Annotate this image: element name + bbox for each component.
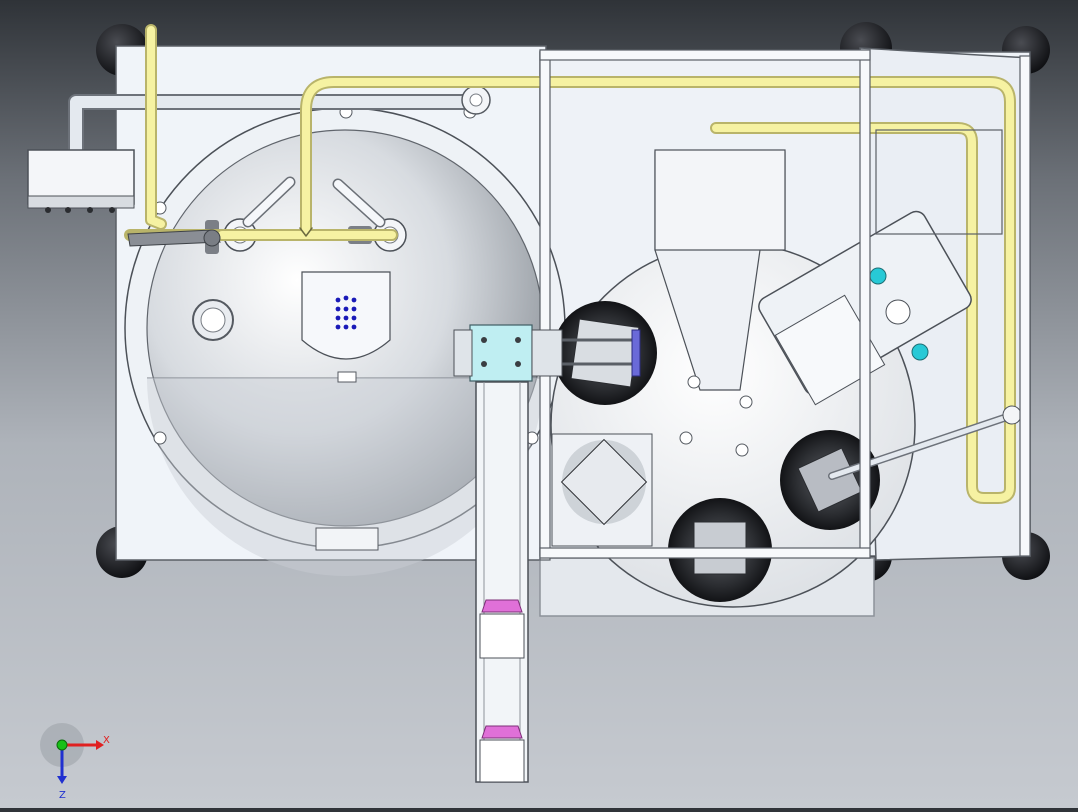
grey-vacuum-pipe [68,85,491,150]
transfer-block [453,324,641,382]
origin-point [56,739,68,751]
z-axis-label: Z [59,790,66,801]
output-conveyor [475,381,529,783]
x-axis-label: X [103,735,110,746]
valve-lever [127,229,221,247]
axis-triad: X Z [40,723,110,801]
frame-posts [539,49,1031,561]
vacuum-pump-box [27,149,135,213]
